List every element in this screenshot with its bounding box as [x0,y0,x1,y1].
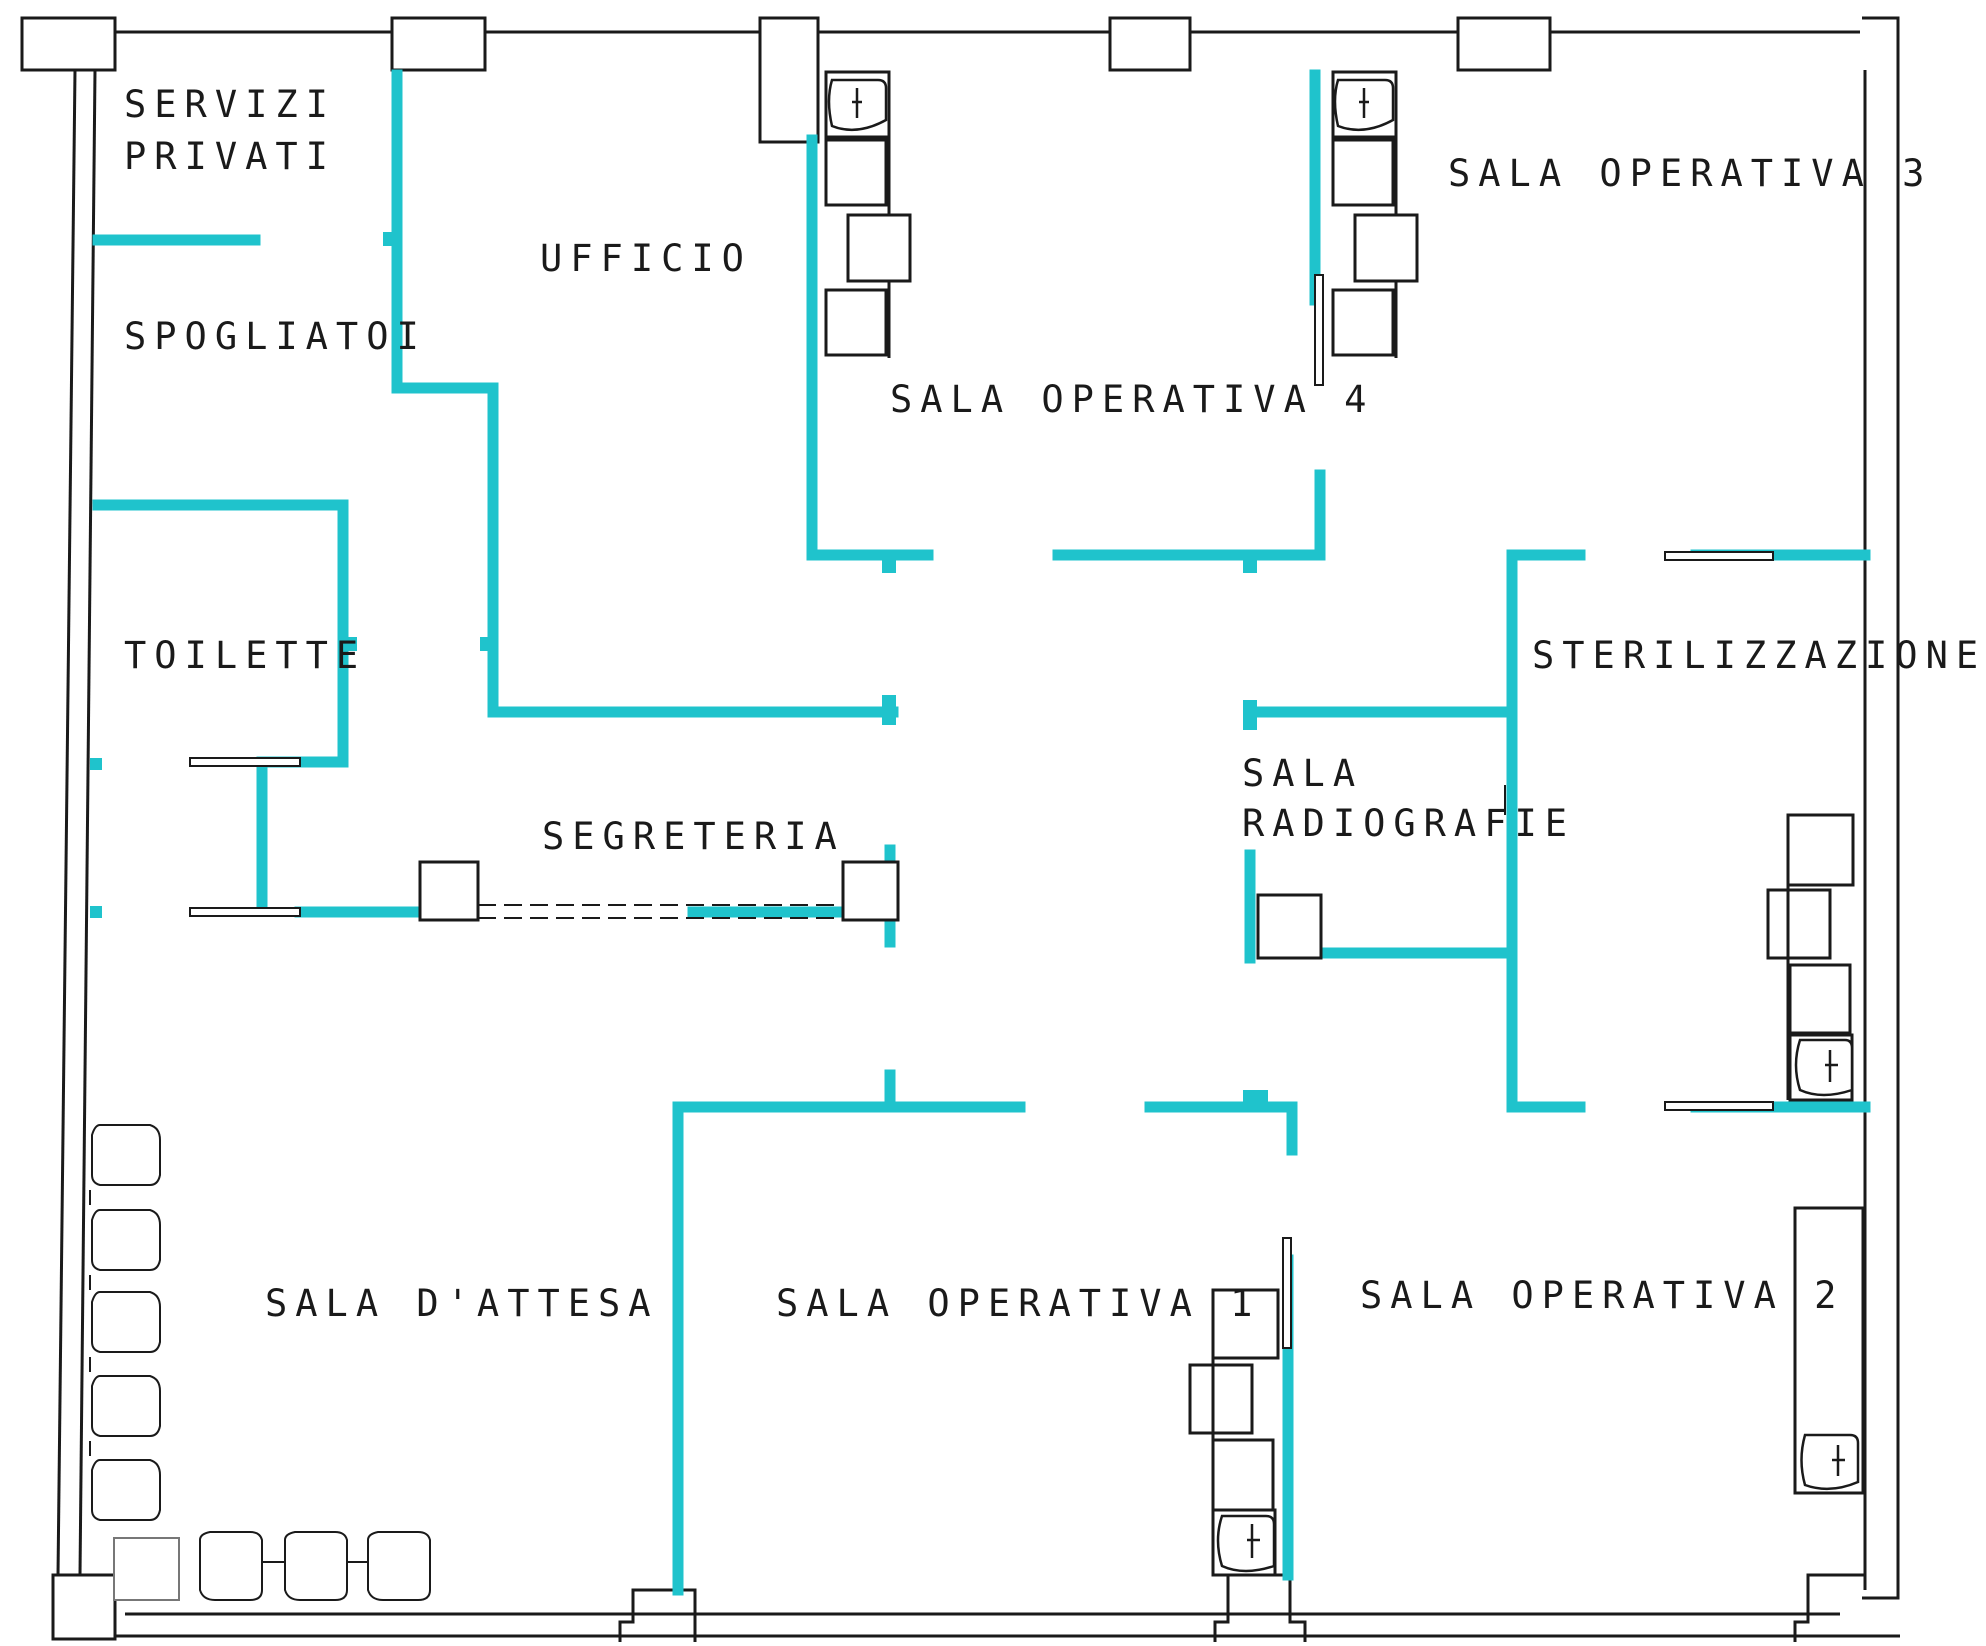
floor-plan [20,16,1900,1642]
xray-cabinet-icon [1256,893,1323,960]
room-label-sala-radiografie-1: SALA [1242,752,1364,795]
room-label-sterilizzazione: STERILIZZAZIONE [1532,634,1986,677]
room-label-spogliatoi: SPOGLIATOI [124,315,427,358]
room-label-segreteria: SEGRETERIA [542,815,845,858]
room-label-sala-operativa-2: SALA OPERATIVA 2 [1360,1274,1845,1317]
room-label-sala-attesa: SALA D'ATTESA [265,1282,659,1325]
chair-icon [89,1124,431,1601]
room-label-servizi-privati-2: PRIVATI [124,135,336,178]
pilasters [618,1573,1865,1642]
room-label-sala-operativa-1: SALA OPERATIVA 1 [776,1282,1261,1325]
room-label-ufficio: UFFICIO [540,237,752,280]
room-label-servizi-privati-1: SERVIZI [124,83,336,126]
exterior-walls [56,16,1900,1638]
sink-icon [827,78,1860,1573]
wall-stubs [90,232,1268,1107]
room-label-sala-radiografie-2: RADIOGRAFIE [1242,802,1576,845]
column-icon [20,16,1552,1641]
room-label-sala-operativa-4: SALA OPERATIVA 4 [890,378,1375,421]
reception-counter [418,860,900,922]
interior-walls [92,69,1871,1596]
room-label-sala-operativa-3: SALA OPERATIVA 3 [1448,152,1933,195]
door-icon [189,274,1774,1349]
room-label-toilette: TOILETTE [124,634,367,677]
